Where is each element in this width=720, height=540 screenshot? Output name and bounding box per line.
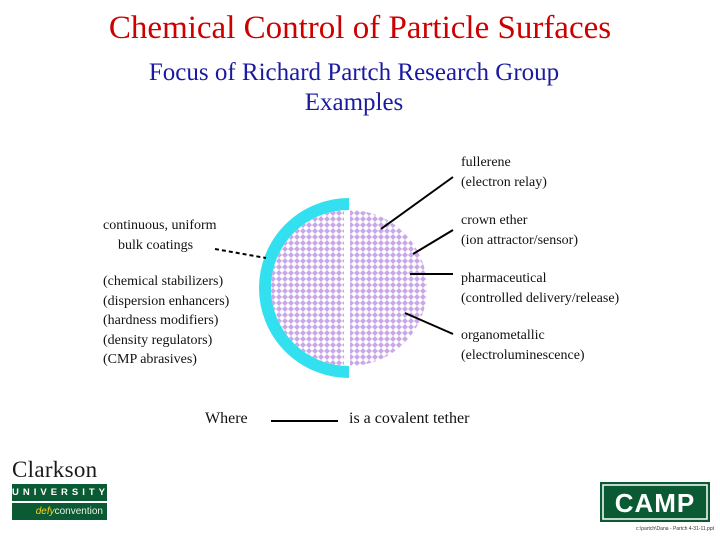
camp-logo-text: CAMP <box>615 488 696 518</box>
slide-subtitle: Focus of Richard Partch Research Group E… <box>0 58 708 118</box>
coating-pointer-dashed <box>214 248 267 259</box>
bulk-coating-ring <box>259 198 350 378</box>
clarkson-university-bar: UNIVERSITY <box>12 484 107 501</box>
slide-title: Chemical Control of Particle Surfaces <box>108 10 612 46</box>
label-pharmaceutical: pharmaceutical (controlled delivery/rele… <box>461 271 620 306</box>
clarkson-wordmark: Clarkson <box>12 457 98 482</box>
tether-crown-ether <box>412 229 454 255</box>
particle-right-half <box>350 210 427 366</box>
clarkson-university-logo: Clarkson UNIVERSITY defyconvention <box>12 458 112 520</box>
label-additives-list: (chemical stabilizers) (dispersion enhan… <box>103 272 229 370</box>
additive-item: (density regulators) <box>103 332 213 348</box>
legend-where: Where <box>205 410 248 427</box>
legend-meaning: is a covalent tether <box>349 410 470 427</box>
label-organometallic: organometallic (electroluminescence) <box>461 328 585 363</box>
additive-item: (CMP abrasives) <box>103 352 197 367</box>
additive-item: (chemical stabilizers) <box>103 274 224 289</box>
camp-logo: CAMP <box>600 482 710 522</box>
additive-item: (dispersion enhancers) <box>103 293 230 309</box>
subtitle-line-2: Examples <box>304 89 404 116</box>
tether-organometallic <box>404 312 454 335</box>
label-crown-ether: crown ether (ion attractor/sensor) <box>461 213 579 248</box>
subtitle-line-1: Focus of Richard Partch Research Group <box>148 59 560 86</box>
tether-fullerene <box>380 176 454 230</box>
file-path-footnote: c:\partch\Dana - Partch 4-31-11.ppt <box>635 526 714 532</box>
label-bulk-coatings: continuous, uniform bulk coatings <box>103 218 217 253</box>
label-fullerene: fullerene (electron relay) <box>461 155 547 190</box>
clarkson-tagline: defyconvention <box>12 503 107 520</box>
particle-core <box>271 210 427 366</box>
additive-item: (hardness modifiers) <box>103 313 219 328</box>
